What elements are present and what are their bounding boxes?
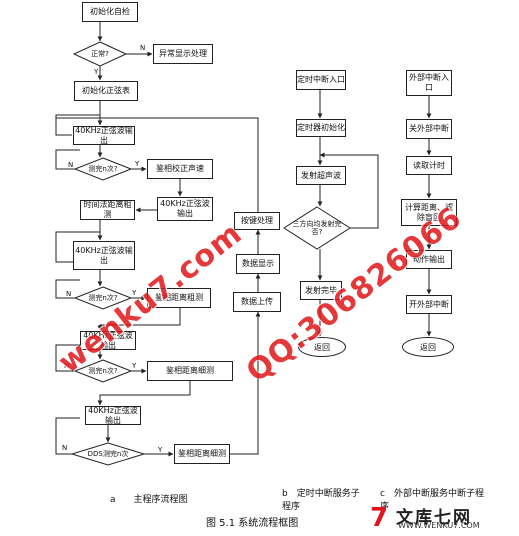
box-close-ext: 关外部中断 — [406, 119, 452, 139]
box-sine-40k-5: 40KHz正弦波输出 — [85, 406, 141, 425]
figure-caption: 图 5.1 系统流程框图 — [206, 518, 299, 529]
text-q-done-n-3: 测完n次? — [88, 367, 118, 375]
box-phase-rough: 鉴相距离粗测 — [147, 288, 211, 308]
label-n-5: N — [62, 444, 68, 452]
decision-shapes — [70, 41, 351, 466]
box-sine-40k-1: 40KHz正弦波输出 — [73, 126, 135, 145]
box-sine-40k-3: 40KHz正弦波输出 — [73, 241, 135, 270]
decision-done-n-3 — [73, 359, 133, 383]
box-phase-fine: 鉴相距离细测 — [147, 361, 233, 381]
text-q-done-n-1: 测完n次? — [88, 165, 118, 173]
box-time-rough: 时间法距离粗测 — [80, 200, 135, 220]
logo-name: 文库七网 — [396, 508, 472, 528]
box-open-ext: 开外部中断 — [406, 295, 452, 314]
logo-url: WWW.WENKU7.COM — [398, 521, 480, 530]
box-compute: 计算距离、滤除盲区 — [401, 199, 457, 226]
label-n-4: N — [64, 362, 70, 370]
label-n-1: N — [140, 44, 146, 52]
box-action: 动作输出 — [406, 250, 452, 269]
box-init-sine: 初始化正弦表 — [74, 81, 138, 101]
text-q-normal: 正常? — [91, 50, 109, 58]
label-n-2: N — [68, 161, 74, 169]
label-y-5: Y — [158, 446, 163, 454]
box-ext-entry: 外部中断入口 — [406, 70, 452, 96]
connector-lines — [55, 22, 432, 457]
label-y-4: Y — [132, 362, 137, 370]
box-abnormal: 异常显示处理 — [153, 44, 213, 64]
box-read-timer: 读取计时 — [406, 156, 452, 175]
decision-dds — [70, 442, 146, 466]
label-y-1: Y — [94, 68, 99, 76]
box-data-upload: 数据上传 — [233, 292, 281, 312]
decision-done-n-1 — [73, 157, 133, 181]
label-y-3: Y — [132, 289, 137, 297]
terminal-return-c: 返回 — [402, 337, 454, 357]
label-y-2: Y — [135, 160, 140, 168]
caption-b: b 定时中断服务子程序 — [282, 489, 360, 512]
caption-c: c 外部中断服务中断子程序 — [380, 489, 484, 512]
box-init-check: 初始化自检 — [82, 2, 138, 22]
box-emit-finish: 发射完毕 — [300, 281, 342, 300]
caption-a: a 主程序流程图 — [110, 495, 188, 505]
decision-three-dirs — [283, 206, 351, 250]
box-key-process: 按键处理 — [234, 212, 280, 230]
terminal-return-b: 返回 — [298, 337, 346, 357]
box-timer-init: 定时器初始化 — [296, 119, 346, 137]
box-phase-check: 鉴相校正声速 — [147, 159, 213, 179]
logo-mark-icon: 7 — [370, 503, 389, 533]
box-timer-entry: 定时中断入口 — [296, 70, 346, 90]
site-logo: 7 文库七网 WWW.WENKU7.COM — [370, 503, 515, 533]
box-sine-40k-4: 40KHz正弦波输出 — [80, 331, 136, 350]
decision-done-n-2 — [73, 286, 133, 310]
text-q-done-n-2: 测完n次? — [88, 294, 118, 302]
box-phase-fine-2: 鉴相距离细测 — [174, 444, 230, 464]
text-q-three: 三方向均发射完否? — [292, 220, 342, 236]
box-data-display: 数据显示 — [236, 254, 280, 274]
label-n-3: N — [66, 290, 72, 298]
box-emit: 发射超声波 — [296, 166, 346, 185]
box-sine-40k-2: 40KHz正弦波输出 — [157, 197, 213, 221]
text-q-dds: DDS测完n次 — [87, 450, 129, 458]
